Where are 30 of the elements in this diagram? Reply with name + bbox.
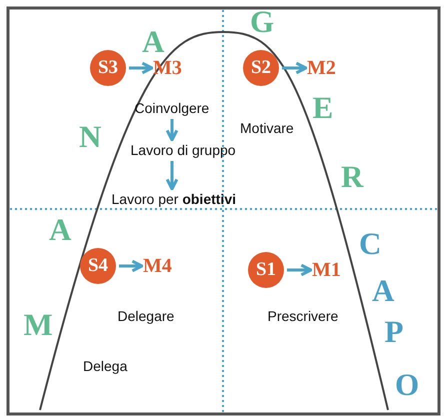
stage-circle: S4 bbox=[80, 248, 116, 284]
decorative-letter: N bbox=[79, 121, 102, 153]
arrow bbox=[287, 264, 312, 276]
decorative-letter: A bbox=[49, 214, 72, 246]
arrow bbox=[119, 260, 144, 272]
arrow bbox=[129, 62, 154, 74]
style-label: Motivare bbox=[240, 120, 294, 136]
decorative-letter: P bbox=[384, 316, 404, 348]
style-label: Delega bbox=[83, 358, 128, 374]
decorative-letter: R bbox=[341, 161, 364, 193]
decorative-letter: M bbox=[24, 309, 53, 341]
decorative-letter: E bbox=[312, 92, 334, 124]
style-label: Delegare bbox=[118, 308, 174, 324]
stage-circle: S3 bbox=[90, 50, 126, 86]
decorative-letter: A bbox=[142, 26, 164, 58]
decorative-letter: G bbox=[250, 6, 274, 38]
maturity-label: M4 bbox=[143, 255, 172, 277]
step-text: Lavoro di gruppo bbox=[130, 142, 236, 158]
arrow bbox=[166, 119, 178, 142]
step-text: Lavoro per obiettivi bbox=[112, 191, 236, 207]
stage-circle: S1 bbox=[248, 252, 284, 288]
arrow bbox=[282, 62, 308, 74]
maturity-label: M1 bbox=[312, 259, 341, 281]
style-label: Prescrivere bbox=[268, 308, 338, 324]
decorative-letter: O bbox=[395, 369, 420, 401]
arrow bbox=[166, 161, 178, 190]
stage-circle: S2 bbox=[243, 50, 279, 86]
maturity-label: M2 bbox=[307, 57, 336, 79]
decorative-letter: C bbox=[359, 228, 382, 260]
decorative-letter: A bbox=[372, 275, 394, 307]
